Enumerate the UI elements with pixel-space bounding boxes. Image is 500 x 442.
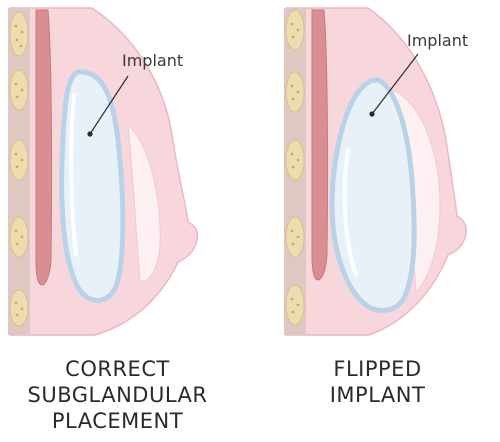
- right-ribs: [285, 9, 305, 326]
- right-caption: FLIPPED IMPLANT: [255, 356, 500, 408]
- left-implant-highlight: [69, 93, 78, 257]
- right-caption-line-2: IMPLANT: [329, 383, 426, 407]
- right-muscle: [311, 9, 329, 281]
- right-caption-line-1: FLIPPED: [333, 357, 422, 381]
- left-implant-label: Implant: [122, 51, 183, 70]
- right-implant: [329, 77, 417, 313]
- left-gland: [127, 123, 161, 282]
- left-panel: Implant: [8, 7, 199, 336]
- left-caption-line-3: PLACEMENT: [51, 409, 184, 433]
- left-callout: Implant: [87, 51, 183, 137]
- left-caption-line-2: SUBGLANDULAR: [27, 383, 208, 407]
- right-implant-label: Implant: [407, 31, 468, 50]
- left-muscle: [35, 9, 53, 286]
- left-caption-line-1: CORRECT: [65, 357, 170, 381]
- right-implant-highlight: [342, 148, 358, 277]
- right-callout: Implant: [369, 31, 468, 117]
- left-ribs: [9, 11, 29, 327]
- left-implant: [59, 69, 126, 303]
- right-panel: Implant: [284, 7, 468, 336]
- left-caption: CORRECT SUBGLANDULAR PLACEMENT: [0, 356, 235, 434]
